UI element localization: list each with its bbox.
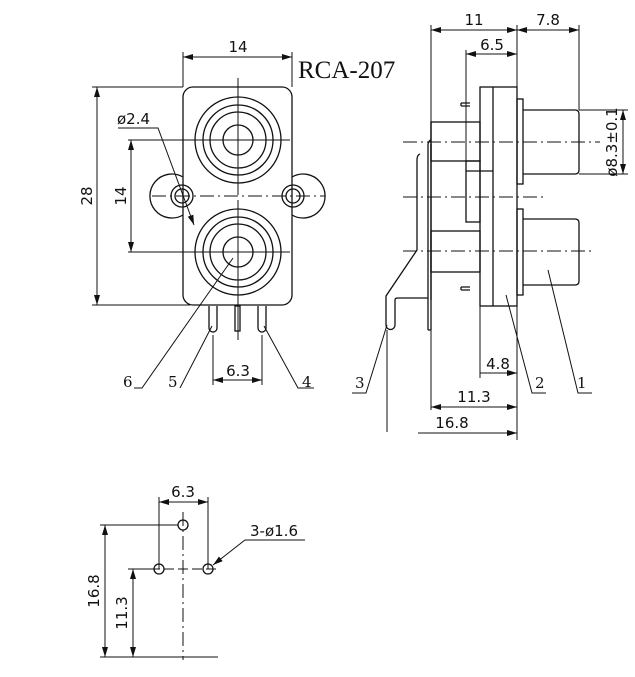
footprint-height-label: 16.8 xyxy=(85,574,103,607)
dim-7-8-label: 7.8 xyxy=(536,11,560,29)
callout-3: 3 xyxy=(355,374,365,392)
width-dim-label: 14 xyxy=(228,38,247,56)
front-view: 14 RCA-207 28 14 ø2.4 6.3 6 5 4 xyxy=(78,38,395,391)
pitch-dim-label: 14 xyxy=(112,186,130,205)
callout-4: 4 xyxy=(302,373,312,391)
dim-11-3-label: 11.3 xyxy=(457,388,490,406)
dim-11-label: 11 xyxy=(464,11,483,29)
bottom-jack-barrel xyxy=(523,218,580,286)
pins xyxy=(208,305,267,333)
callout-6: 6 xyxy=(123,373,133,391)
height-dim-label: 28 xyxy=(78,186,96,205)
ground-lead xyxy=(385,153,428,331)
dim-6-5-label: 6.5 xyxy=(480,36,504,54)
dim-4-8-label: 4.8 xyxy=(486,355,510,373)
callout-2: 2 xyxy=(535,374,545,392)
callout-1: 1 xyxy=(577,374,587,392)
callout-5: 5 xyxy=(168,373,178,391)
model-title: RCA-207 xyxy=(298,57,395,84)
dim-16-8-label: 16.8 xyxy=(435,414,468,432)
footprint-hole-label: 3-ø1.6 xyxy=(250,522,298,540)
footprint-pitch-label: 6.3 xyxy=(171,483,195,501)
hole-dim-label: ø2.4 xyxy=(117,110,150,128)
diameter-dim-label: ø8.3±0.1 xyxy=(603,107,621,176)
pcb-footprint: 6.3 3-ø1.6 16.8 11.3 xyxy=(85,483,305,660)
side-view: 11 7.8 6.5 ø8.3±0.1 4.8 11.3 16.8 3 2 1 xyxy=(352,11,628,440)
pin-pitch-dim-label: 6.3 xyxy=(226,362,250,380)
footprint-lower-label: 11.3 xyxy=(113,596,131,629)
